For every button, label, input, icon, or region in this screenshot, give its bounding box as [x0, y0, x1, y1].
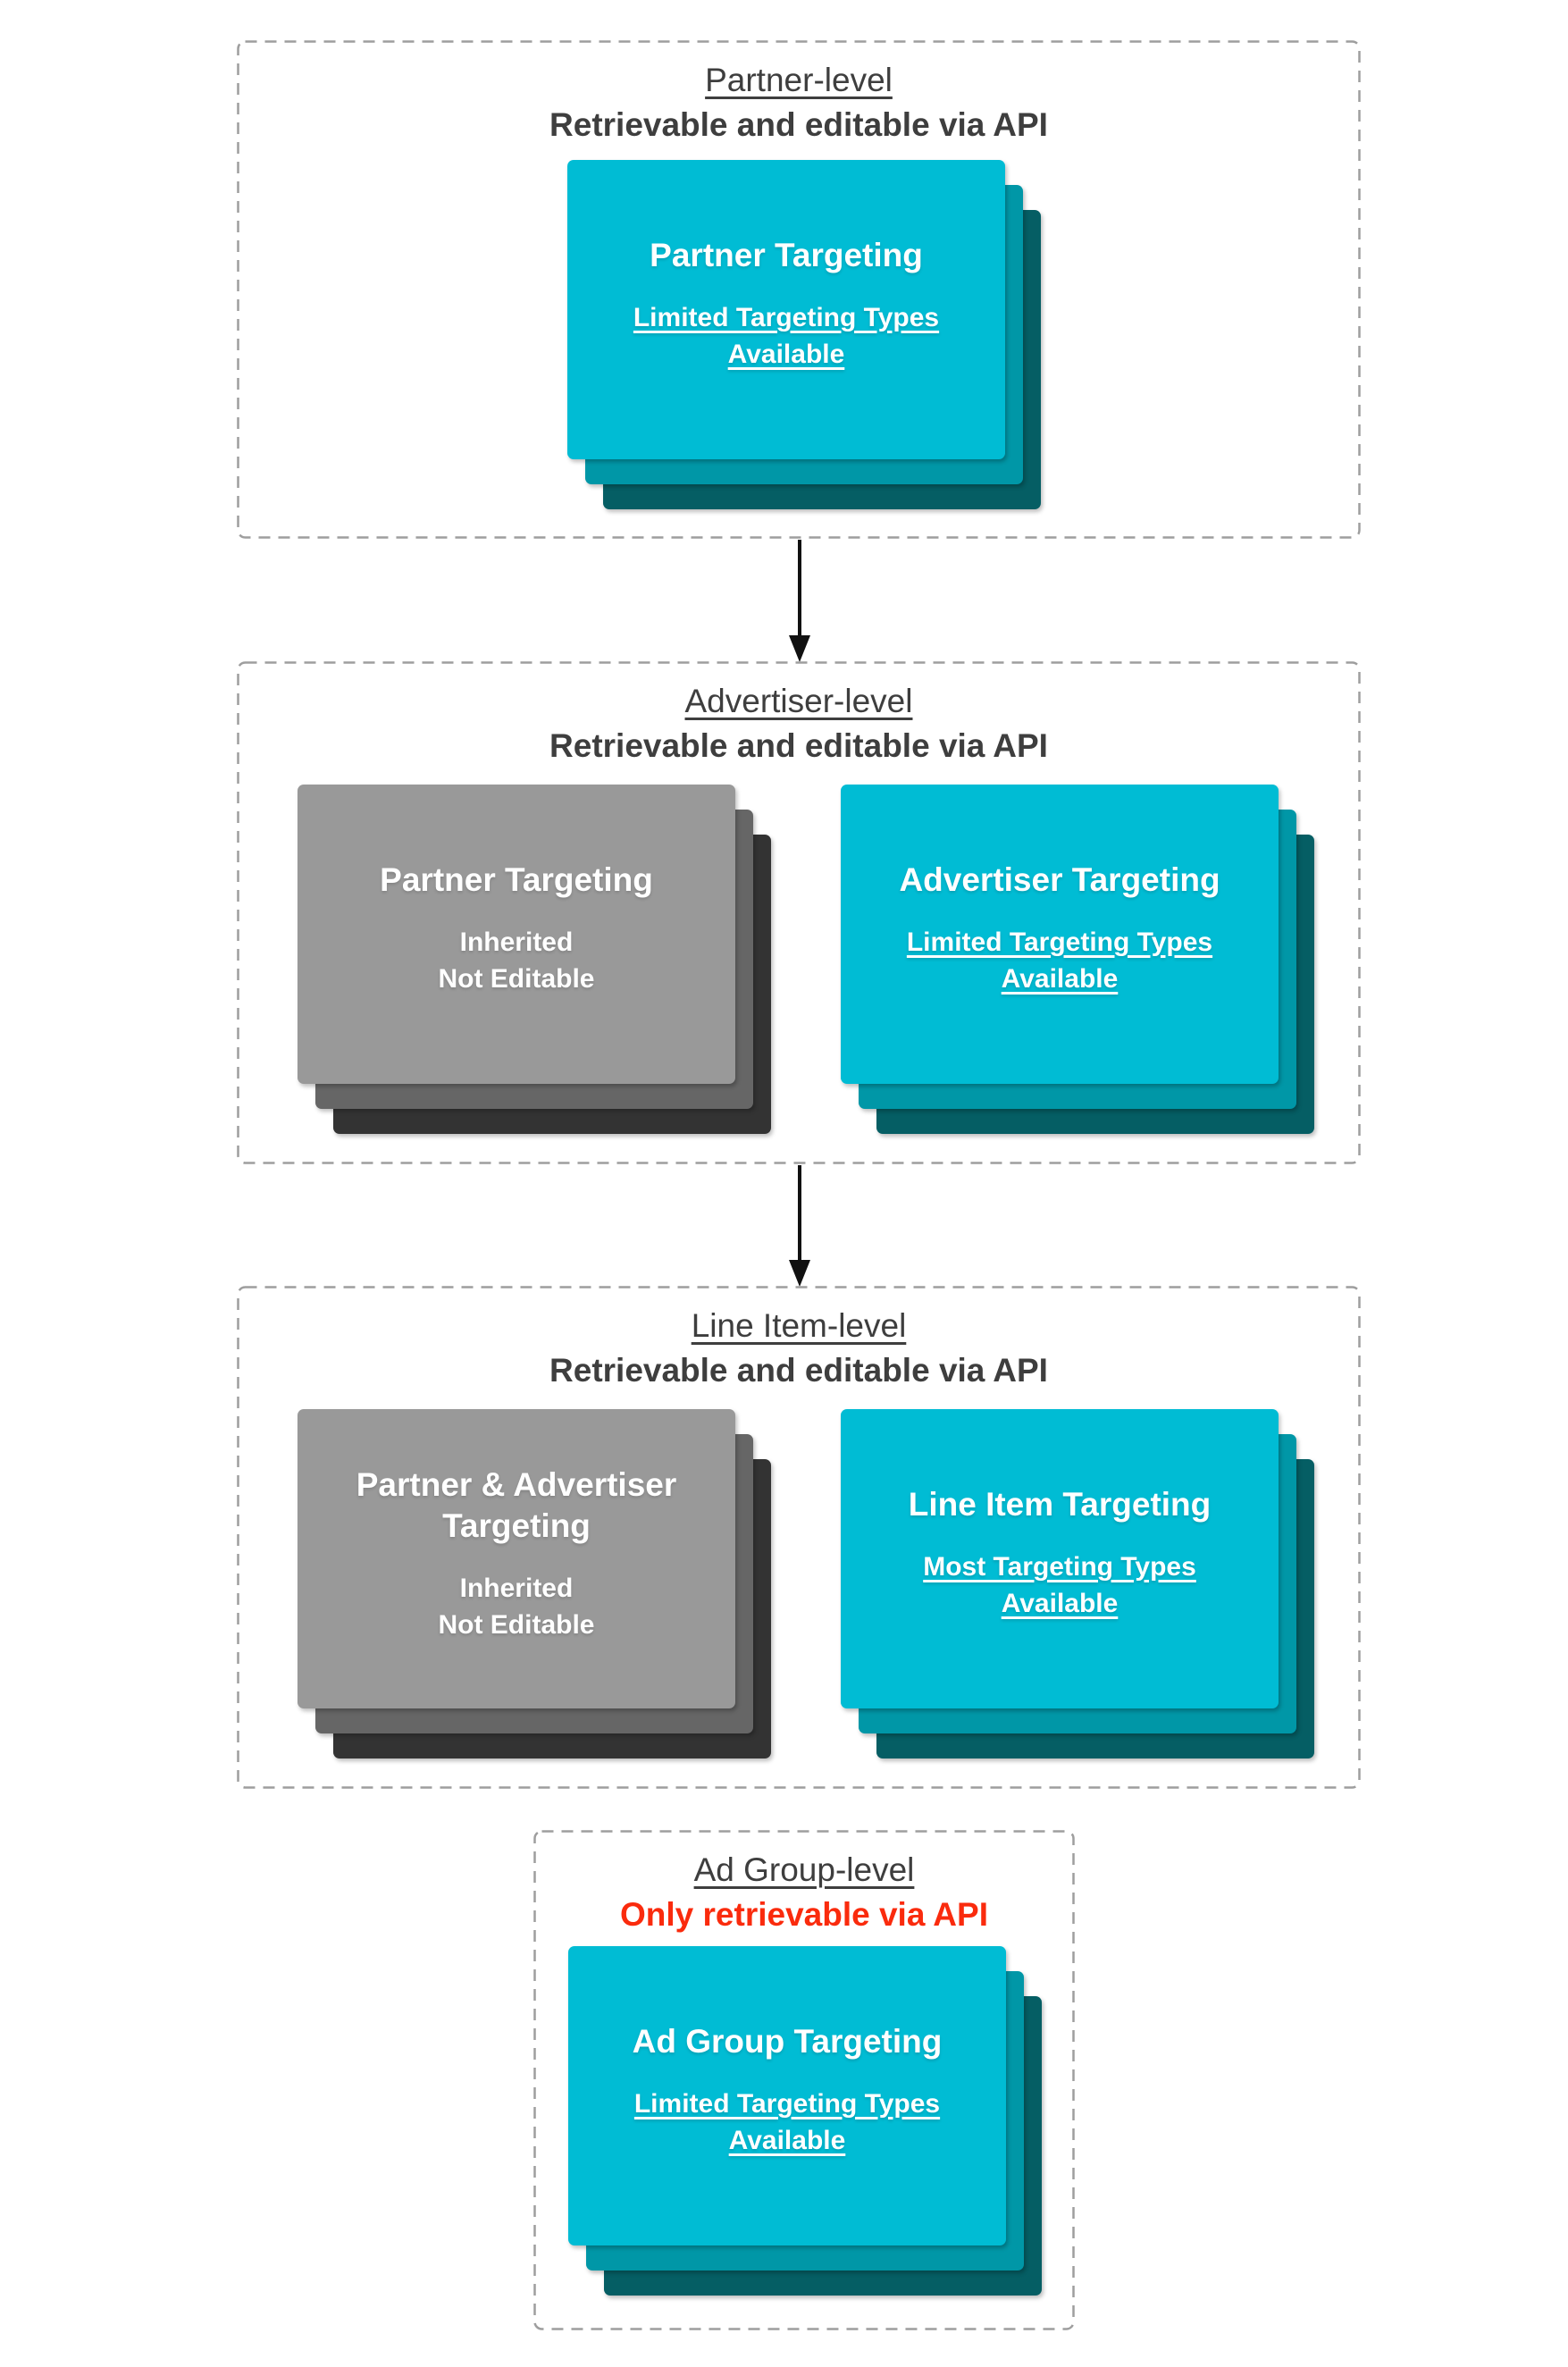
section-title: Partner-level	[705, 62, 893, 98]
dashed-frame	[237, 661, 1361, 1164]
card-stack-inherited-partner-targeting: Partner Targeting Inherited Not Editable	[298, 785, 771, 1134]
card-body: Limited Targeting Types Available	[907, 924, 1212, 997]
card-advertiser-targeting: Advertiser Targeting Limited Targeting T…	[841, 785, 1279, 1084]
arrow-shaft	[798, 1165, 801, 1262]
section-title: Ad Group-level	[693, 1851, 915, 1888]
section-subtitle: Retrievable and editable via API	[549, 106, 1048, 143]
card-partner-targeting: Partner Targeting Limited Targeting Type…	[567, 160, 1005, 459]
arrow-shaft	[798, 540, 801, 637]
section-title: Line Item-level	[691, 1307, 907, 1344]
card-partner-targeting-inherited: Partner Targeting Inherited Not Editable	[298, 785, 735, 1084]
card-body-line: Inherited	[459, 927, 574, 957]
card-body: Most Targeting Types Available	[923, 1549, 1196, 1622]
section-subtitle-alert: Only retrievable via API	[620, 1896, 988, 1933]
card-stack-line-item-targeting: Line Item Targeting Most Targeting Types…	[841, 1409, 1314, 1758]
card-title: Partner & Advertiser Targeting	[356, 1466, 677, 1544]
card-title: Ad Group Targeting	[632, 2023, 943, 2060]
arrow-head	[789, 1260, 810, 1287]
section-subtitle: Retrievable and editable via API	[549, 727, 1048, 764]
card-title: Partner Targeting	[650, 237, 923, 273]
card-title: Advertiser Targeting	[899, 861, 1220, 898]
card-body-line: Not Editable	[438, 964, 595, 994]
card-title: Partner Targeting	[380, 861, 653, 898]
arrow-head	[789, 635, 810, 662]
dashed-frame	[533, 1830, 1075, 2330]
card-line-item-targeting: Line Item Targeting Most Targeting Types…	[841, 1409, 1279, 1708]
card-body-line: Limited Targeting Types	[633, 303, 940, 332]
section-title: Advertiser-level	[684, 683, 913, 719]
card-body-line: Limited Targeting Types	[906, 927, 1213, 957]
flow-arrow-down-icon	[789, 1165, 810, 1287]
section-advertiser-level: Advertiser-level Retrievable and editabl…	[237, 661, 1361, 1164]
card-body: Limited Targeting Types Available	[634, 2086, 940, 2159]
card-body-line: Available	[1001, 964, 1119, 994]
card-ad-group-targeting: Ad Group Targeting Limited Targeting Typ…	[568, 1946, 1006, 2245]
card-stack-partner-targeting: Partner Targeting Limited Targeting Type…	[567, 160, 1041, 509]
card-title: Line Item Targeting	[908, 1486, 1212, 1523]
card-body: Inherited Not Editable	[438, 1570, 594, 1643]
card-partner-advertiser-targeting-inherited: Partner & Advertiser Targeting Inherited…	[298, 1409, 735, 1708]
card-body-line: Available	[727, 340, 845, 369]
card-body: Limited Targeting Types Available	[633, 299, 939, 373]
card-body-line: Available	[1001, 1589, 1119, 1618]
section-partner-level: Partner-level Retrievable and editable v…	[237, 40, 1361, 539]
card-body-line: Available	[728, 2126, 846, 2155]
section-line-item-level: Line Item-level Retrievable and editable…	[237, 1286, 1361, 1789]
card-body: Inherited Not Editable	[438, 924, 594, 997]
card-body-line: Inherited	[459, 1574, 574, 1603]
card-stack-ad-group-targeting: Ad Group Targeting Limited Targeting Typ…	[568, 1946, 1042, 2296]
card-stack-advertiser-targeting: Advertiser Targeting Limited Targeting T…	[841, 785, 1314, 1134]
dashed-frame	[237, 1286, 1361, 1789]
flow-arrow-down-icon	[789, 540, 810, 662]
card-body-line: Not Editable	[438, 1610, 595, 1640]
card-body-line: Most Targeting Types	[923, 1552, 1196, 1582]
card-body-line: Limited Targeting Types	[633, 2089, 941, 2119]
section-subtitle: Retrievable and editable via API	[549, 1352, 1048, 1389]
card-stack-inherited-partner-advertiser-targeting: Partner & Advertiser Targeting Inherited…	[298, 1409, 771, 1758]
dashed-frame	[237, 40, 1361, 539]
section-ad-group-level: Ad Group-level Only retrievable via API …	[533, 1830, 1075, 2330]
